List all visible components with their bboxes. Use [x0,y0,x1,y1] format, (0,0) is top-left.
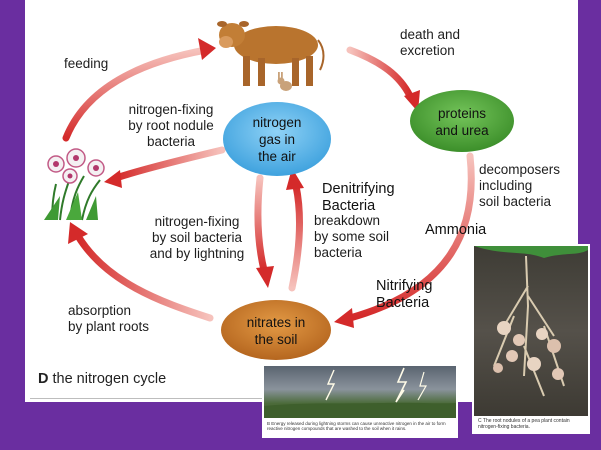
figure-title: the nitrogen cycle [52,371,167,387]
plant-icon [44,148,105,221]
arrow-decomposers-head [334,308,354,328]
node-air [223,102,331,176]
arrow-death-head [404,90,420,112]
cow-icon [217,21,325,86]
lightning-caption: B Energy released during lightning storm… [267,421,446,431]
label-breakdown: breakdown by some soil bacteria [314,213,390,260]
label-absorption: absorption by plant roots [68,303,150,334]
arrow-root-nodule [112,146,226,182]
node-proteins-label: proteins and urea [435,106,489,138]
arrow-breakdown [288,182,303,292]
lightning-photo: B Energy released during lightning storm… [262,364,458,438]
node-air-label: nitrogen gas in the air [252,115,302,164]
arrow-feeding [62,46,210,142]
label-denitrifying: Denitrifying Bacteria [322,181,395,214]
arrow-soil-fixing-head [256,266,274,288]
arrow-feeding-head [198,38,216,60]
node-proteins [410,90,514,152]
root-nodules-icon [474,246,588,397]
rabbit-icon [277,72,292,91]
arrow-absorption-head [68,222,88,244]
node-soil [221,300,331,360]
label-feeding: feeding [64,56,109,71]
arrow-root-nodule-head [104,170,122,188]
root-nodules-image [474,246,588,416]
divider [30,398,290,399]
arrow-absorption [74,232,214,322]
arrow-death [346,46,414,100]
label-decomposers: decomposers including soil bacteria [479,162,561,209]
label-death-excretion: death and excretion [400,27,461,58]
label-nitrifying: Nitrifying Bacteria [376,278,433,311]
root-nodules-caption: C The root nodules of a pea plant contai… [478,418,570,430]
lightning-image [264,366,456,418]
label-ammonia: Ammonia [425,222,487,238]
root-nodules-photo: C The root nodules of a pea plant contai… [472,244,590,434]
node-soil-label: nitrates in the soil [246,315,306,347]
label-soil-bacteria: nitrogen-fixing by soil bacteria and by … [149,214,245,261]
arrow-soil-fixing [254,174,268,274]
label-root-nodule: nitrogen-fixing by root nodule bacteria [128,102,214,149]
lightning-bolt-icon [264,367,456,418]
arrow-decomposers [346,152,475,322]
figure-letter: D [38,371,49,387]
